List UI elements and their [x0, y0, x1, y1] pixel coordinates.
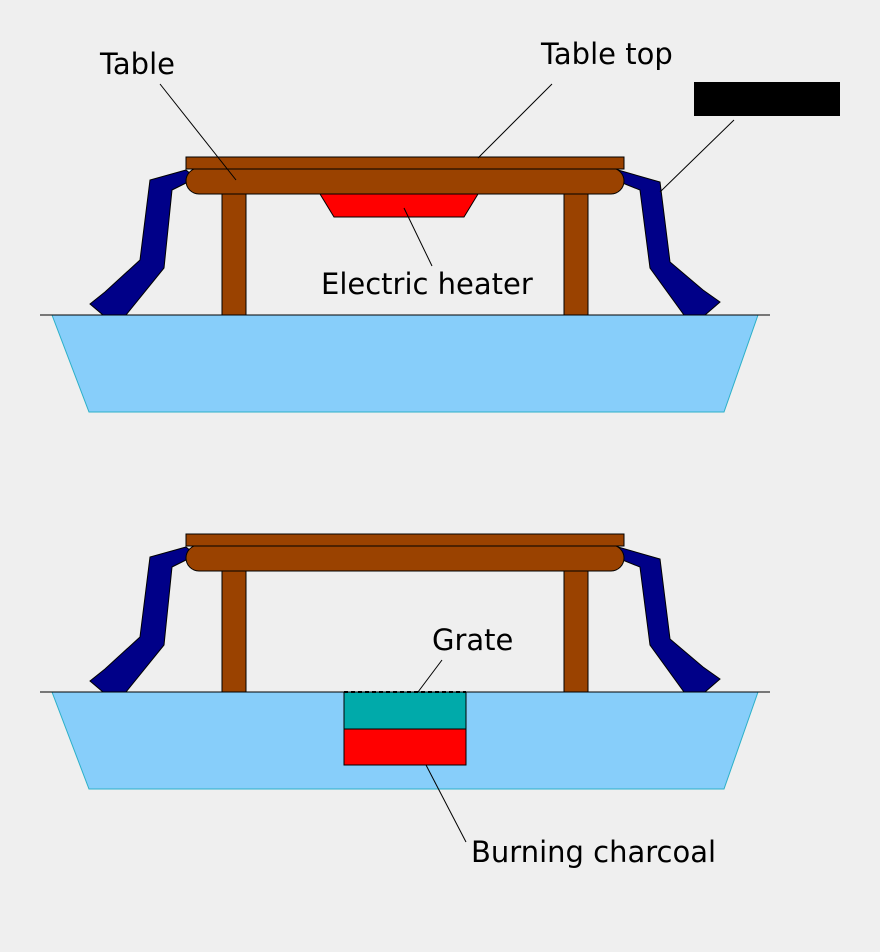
leader-futon	[659, 119, 735, 193]
floor-pit-top	[51, 314, 759, 413]
table-leg-left-bottom	[221, 568, 247, 693]
table-leg-right-bottom	[563, 568, 589, 693]
electric-kotatsu-diagram: Table Table top Electric heater	[40, 37, 840, 413]
table-frame-top	[185, 167, 625, 195]
leader-burning-charcoal	[425, 764, 467, 843]
burning-charcoal	[343, 728, 467, 766]
table-leg-right-top	[563, 191, 589, 316]
table-top-board-bottom	[185, 533, 625, 547]
leader-electric-heater	[403, 207, 433, 267]
electric-heater	[319, 193, 479, 218]
futon-left-top	[89, 169, 197, 316]
futon-left-bottom	[89, 546, 197, 693]
charcoal-kotatsu-diagram: Grate Burning charcoal	[40, 533, 770, 869]
redaction-box	[694, 82, 840, 116]
label-table-top: Table top	[540, 37, 673, 71]
futon-right-bottom	[609, 546, 721, 693]
label-table: Table	[99, 47, 175, 81]
leader-table-top	[477, 83, 553, 159]
leader-table	[159, 83, 237, 181]
futon-right-top	[609, 169, 721, 316]
label-grate: Grate	[432, 623, 513, 657]
table-top-board-top	[185, 156, 625, 170]
leader-grate	[417, 659, 443, 693]
table-frame-bottom	[185, 544, 625, 572]
label-electric-heater: Electric heater	[321, 267, 533, 301]
grate-box	[343, 691, 467, 730]
label-burning-charcoal: Burning charcoal	[471, 835, 716, 869]
table-leg-left-top	[221, 191, 247, 316]
